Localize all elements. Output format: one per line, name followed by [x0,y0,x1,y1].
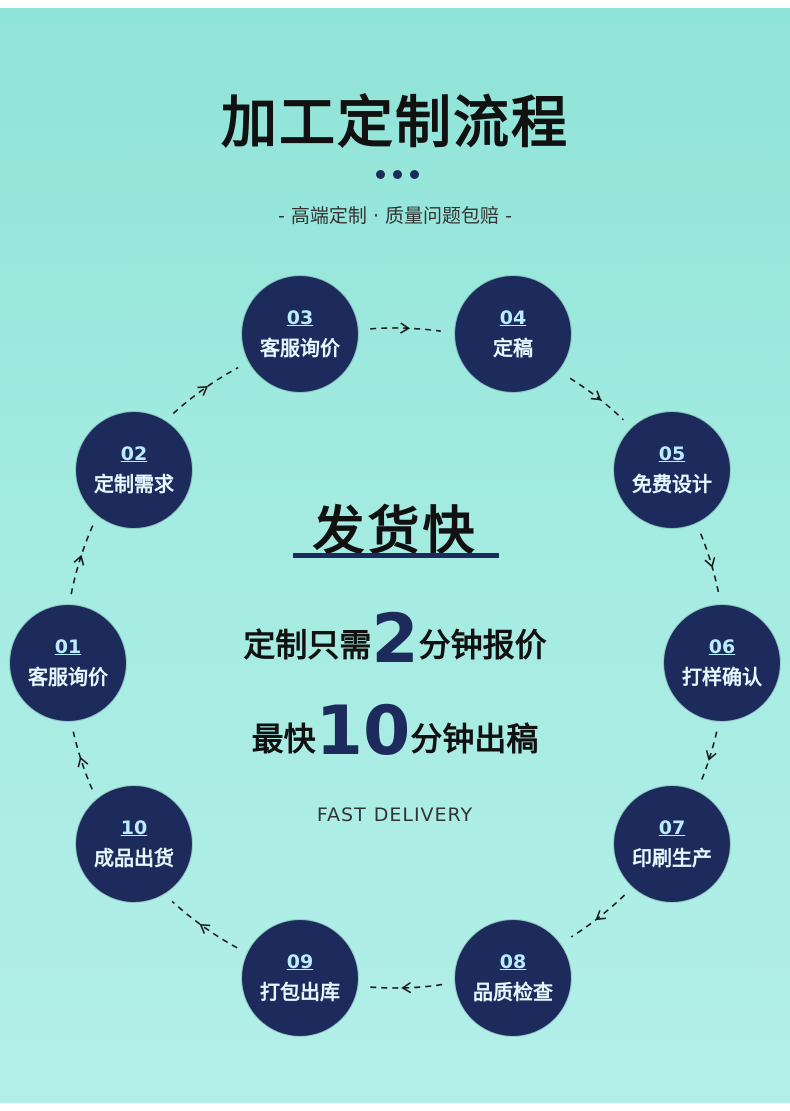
step-number: 03 [286,307,314,329]
arrowhead-icon [704,557,716,568]
step-label: 印刷生产 [632,846,712,870]
process-panel: 加工定制流程 - 高端定制 · 质量问题包赔 - 01 客服询价 02 定制需求 03 客… [0,8,790,1103]
step-number: 09 [286,951,314,973]
arrowhead-icon [595,910,607,921]
step-06: 06 打样确认 [664,605,780,721]
step-number: 04 [499,307,527,329]
headline-underline [293,553,499,558]
connector-arrow [72,731,93,790]
step-label: 客服询价 [260,336,340,360]
arrowhead-icon [197,385,209,396]
arrowhead-icon [73,554,85,566]
arrowhead-icon [400,322,411,334]
quote-time-number: 2 [371,600,419,679]
step-08: 08 品质检查 [455,920,571,1036]
step-label: 成品出货 [94,846,174,870]
draft-time-prefix: 最快 [251,720,316,758]
step-10: 10 成品出货 [76,786,192,902]
step-03: 03 客服询价 [242,276,358,392]
step-number: 01 [54,636,82,658]
quote-time-line: 定制只需2分钟报价 [0,604,790,681]
step-04: 04 定稿 [455,276,571,392]
connector-arrow [171,900,238,949]
connector-arrow [370,327,441,332]
arrowhead-icon [401,981,412,994]
dot [393,170,402,179]
step-07: 07 印刷生产 [614,786,730,902]
draft-time-suffix: 分钟出稿 [410,720,539,758]
step-label: 打包出库 [260,980,340,1004]
step-label: 定制需求 [94,472,174,496]
headline: 发货快 [312,502,478,562]
fast-delivery-caption: FAST DELIVERY [316,804,474,826]
step-02: 02 定制需求 [76,412,192,528]
quote-time-prefix: 定制只需 [243,626,372,664]
draft-time-line: 最快10分钟出稿 [0,692,790,779]
connector-arrow [569,377,624,421]
connector-arrow [369,983,443,989]
step-09: 09 打包出库 [242,920,358,1036]
quote-time-suffix: 分钟报价 [418,626,547,664]
step-number: 06 [708,636,736,658]
connector-arrow [70,524,94,595]
arrowhead-icon [77,756,89,768]
arrowhead-icon [705,750,717,761]
arrowhead-icon [199,923,211,934]
connector-arrow [700,731,718,782]
step-label: 免费设计 [632,472,712,496]
connector-arrow [570,894,626,938]
page-title: 加工定制流程 [221,91,569,156]
subtitle: - 高端定制 · 质量问题包赔 - [278,205,512,227]
title-dots [373,170,423,180]
step-01: 01 客服询价 [10,605,126,721]
connector-arrow [699,533,720,595]
step-05: 05 免费设计 [614,412,730,528]
step-number: 08 [499,951,527,973]
dot [410,170,419,179]
connector-arrow [172,366,239,415]
step-label: 打样确认 [682,665,762,689]
step-label: 品质检查 [473,980,553,1004]
step-label: 定稿 [493,336,533,360]
draft-time-number: 10 [315,692,411,771]
step-number: 07 [658,817,686,839]
process-ring-connectors [70,322,720,994]
step-label: 客服询价 [28,665,108,689]
step-number: 02 [120,443,148,465]
arrowhead-icon [590,390,602,401]
step-number: 05 [658,443,686,465]
dot [376,170,385,179]
step-number: 10 [120,817,148,839]
